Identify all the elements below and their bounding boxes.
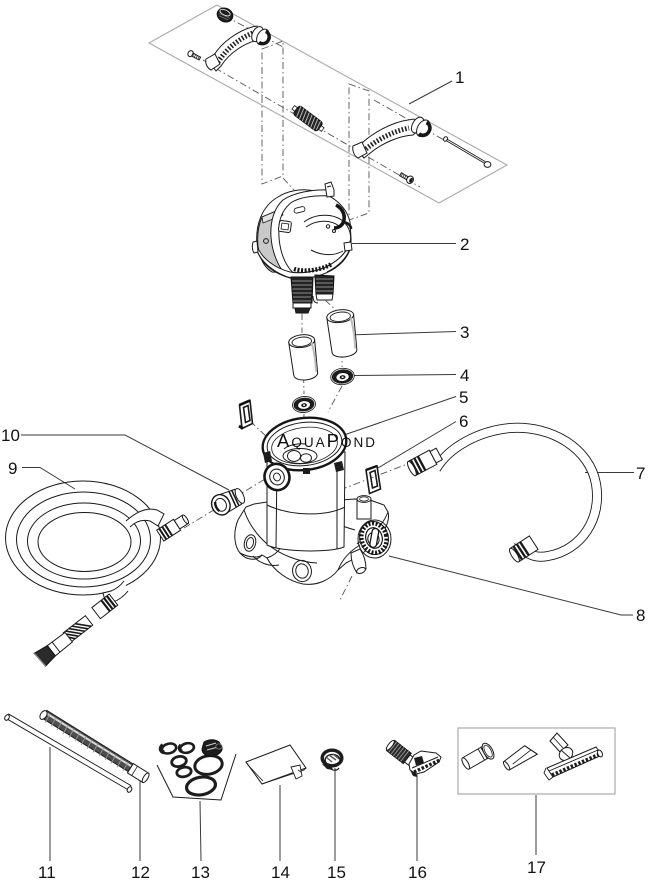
svg-text:7: 7 <box>636 464 645 483</box>
svg-text:AQUAPOND: AQUAPOND <box>277 430 377 451</box>
svg-text:5: 5 <box>459 388 468 407</box>
svg-text:9: 9 <box>8 459 17 478</box>
svg-text:8: 8 <box>636 606 645 625</box>
svg-text:13: 13 <box>191 863 210 882</box>
svg-text:1: 1 <box>455 68 464 87</box>
svg-text:17: 17 <box>527 858 546 877</box>
svg-text:3: 3 <box>460 323 469 342</box>
svg-text:16: 16 <box>408 863 427 882</box>
svg-text:2: 2 <box>460 235 469 254</box>
svg-text:4: 4 <box>460 366 469 385</box>
svg-text:10: 10 <box>1 426 20 445</box>
svg-text:6: 6 <box>459 412 468 431</box>
svg-text:11: 11 <box>38 863 56 882</box>
svg-text:14: 14 <box>271 863 290 882</box>
svg-text:12: 12 <box>131 863 150 882</box>
svg-text:15: 15 <box>327 863 346 882</box>
